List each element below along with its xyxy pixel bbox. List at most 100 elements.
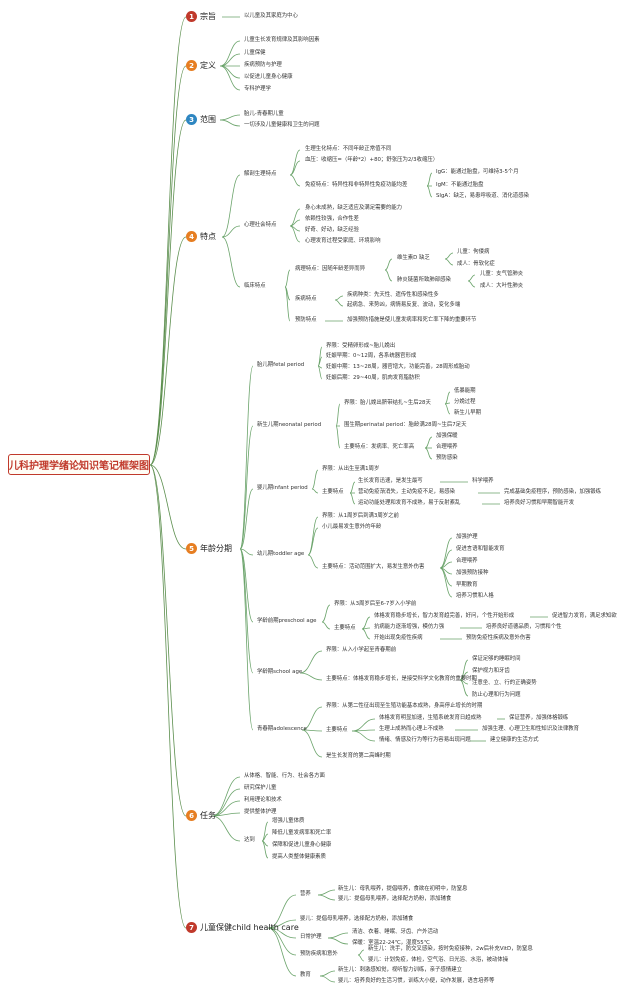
leaf-text[interactable]: 妊娠早期：0~12周，各系统器官形成 bbox=[326, 353, 417, 359]
leaf-text[interactable]: 合理喂养 bbox=[456, 558, 478, 564]
leaf-text[interactable]: 清洁、衣着、睡眠、牙齿、户外活动 bbox=[352, 929, 439, 935]
branch-label[interactable]: 青春期adolescence bbox=[257, 726, 307, 732]
leaf-text[interactable]: SIgA：缺乏，易患呼吸道、消化道感染 bbox=[436, 193, 529, 199]
branch-label[interactable]: 临床特点 bbox=[244, 283, 266, 289]
leaf-text[interactable]: 低暴能期 bbox=[454, 388, 476, 394]
leaf-text[interactable]: 儿童生长发育规律及其影响因素 bbox=[244, 37, 320, 43]
leaf-text[interactable]: 以促进儿童身心健康 bbox=[244, 74, 293, 80]
branch-label[interactable]: 学龄前期preschool age bbox=[257, 618, 317, 624]
leaf-text[interactable]: 界限：从1周岁后到满3周岁之前 bbox=[322, 513, 399, 519]
branch-label[interactable]: 新生儿期neonatal period bbox=[257, 422, 322, 428]
leaf-text[interactable]: 保护视力和牙齿 bbox=[472, 668, 510, 674]
leaf-text[interactable]: 主要特点 bbox=[326, 727, 348, 733]
branch-label[interactable]: 胎儿期fetal period bbox=[257, 362, 305, 368]
leaf-text[interactable]: 主要特点 bbox=[334, 625, 356, 631]
leaf-text[interactable]: 培养良好道德品质，习惯和个性 bbox=[486, 624, 562, 630]
leaf-text[interactable]: 是生长发育的第二高峰时期 bbox=[326, 753, 391, 759]
leaf-text[interactable]: 提供整体护理 bbox=[244, 809, 277, 815]
leaf-text[interactable]: 成人：大叶性肺炎 bbox=[480, 283, 524, 289]
leaf-text[interactable]: 婴儿：提倡母乳喂养，选择配方奶粉，添加辅食 bbox=[300, 916, 414, 922]
leaf-text[interactable]: 好奇、好动，缺乏经验 bbox=[305, 227, 359, 233]
leaf-text[interactable]: 身心未成熟，缺乏适应及满足需要的能力 bbox=[305, 205, 403, 211]
leaf-text[interactable]: 加强生理、心理卫生和性知识及法律教育 bbox=[482, 726, 580, 732]
leaf-text[interactable]: IgG：能通过胎盘，可维持3-5个月 bbox=[436, 169, 519, 175]
leaf-text[interactable]: 研究保护儿童 bbox=[244, 785, 277, 791]
leaf-text[interactable]: 增强儿童体质 bbox=[272, 818, 305, 824]
leaf-text[interactable]: 肺炎链菌所致肺部感染 bbox=[397, 277, 451, 283]
leaf-text[interactable]: 利用理论和技术 bbox=[244, 797, 282, 803]
root-topic[interactable]: 儿科护理学绪论知识笔记框架图 bbox=[8, 454, 150, 475]
leaf-text[interactable]: 主要特点 bbox=[322, 489, 344, 495]
branch-label[interactable]: 教育 bbox=[300, 972, 311, 978]
leaf-text[interactable]: 抗病能力逐渐增强，模仿力强 bbox=[374, 624, 445, 630]
leaf-text[interactable]: 保证营养，加强体格锻练 bbox=[509, 715, 569, 721]
leaf-text[interactable]: 界限：从第二性征出现至生殖功能基本成熟，身高停止增长的时期 bbox=[326, 703, 483, 709]
leaf-text[interactable]: 科学喂养 bbox=[472, 478, 494, 484]
leaf-text[interactable]: 血压：收缩压=（年龄*2）+80；舒张压为2/3收缩压） bbox=[305, 157, 439, 163]
leaf-text[interactable]: 完成基础免疫程序，预防感染，加强锻练 bbox=[504, 489, 602, 495]
leaf-text[interactable]: 培养良好习惯和早期智能开发 bbox=[504, 500, 575, 506]
leaf-text[interactable]: 预防免疫性疾病及意外伤害 bbox=[466, 635, 531, 641]
leaf-text[interactable]: 以儿童及其家庭为中心 bbox=[244, 13, 298, 19]
leaf-text[interactable]: 新生儿：母乳喂养，提倡喂养，食欲在初明中，防窒息 bbox=[338, 886, 468, 892]
leaf-text[interactable]: 预防感染 bbox=[436, 455, 458, 461]
leaf-text[interactable]: 婴儿：计划免疫，体检，空气浴、日光浴、水浴，被动体操 bbox=[368, 957, 509, 963]
leaf-text[interactable]: 合理喂养 bbox=[436, 444, 458, 450]
leaf-text[interactable]: 情绪、情感及行为等行为容易出现问题 bbox=[379, 737, 471, 743]
leaf-text[interactable]: 营动免疫渐消失，主动免疫不足，易感染 bbox=[358, 489, 456, 495]
leaf-text[interactable]: 注意坐、立、行的正确姿势 bbox=[472, 680, 537, 686]
leaf-text[interactable]: 疾病种类：先天性、遗传性和感染性多 bbox=[347, 292, 439, 298]
branch-label[interactable]: 日常护理 bbox=[300, 934, 322, 940]
branch-label[interactable]: 心理社会特点 bbox=[244, 222, 277, 228]
leaf-text[interactable]: 防止心理和行为问题 bbox=[472, 692, 521, 698]
leaf-text[interactable]: 生理生化特点：不同年龄正常值不同 bbox=[305, 146, 392, 152]
branch-label[interactable]: 达到 bbox=[244, 837, 255, 843]
leaf-text[interactable]: 婴儿：培养良好的生活习惯，训练大小便，动作发展，语言培养等 bbox=[338, 978, 495, 984]
leaf-text[interactable]: 加强预防接种 bbox=[456, 570, 489, 576]
leaf-text[interactable]: 早期教育 bbox=[456, 582, 478, 588]
leaf-text[interactable]: 界限：受精卵形成~胎儿娩出 bbox=[326, 343, 396, 349]
leaf-text[interactable]: 分娩过程 bbox=[454, 399, 476, 405]
leaf-text[interactable]: 保暖：室温22-24℃，湿度55℃ bbox=[352, 940, 430, 946]
leaf-text[interactable]: 主要特点：发病率、死亡率高 bbox=[344, 444, 415, 450]
leaf-text[interactable]: 降低儿童发病率和死亡率 bbox=[272, 830, 332, 836]
leaf-text[interactable]: 从体格、智能、行为、社会各方面 bbox=[244, 773, 325, 779]
leaf-text[interactable]: 界限：从出生至满1周岁 bbox=[322, 466, 380, 472]
leaf-text[interactable]: 促进言语和智能发育 bbox=[456, 546, 505, 552]
leaf-text[interactable]: 加强保暖 bbox=[436, 433, 458, 439]
leaf-text[interactable]: 专科护理学 bbox=[244, 86, 271, 92]
branch-label[interactable]: 幼儿期toddler age bbox=[257, 551, 305, 557]
leaf-text[interactable]: 体格发育明显加速，生殖系统发育日趋成熟 bbox=[379, 715, 482, 721]
leaf-text[interactable]: 儿童：支气管肺炎 bbox=[480, 271, 524, 277]
leaf-text[interactable]: 界限：胎儿娩出脐带结扎~生后28天 bbox=[344, 400, 431, 406]
leaf-text[interactable]: 体格发育稳步增长，智力发育趋完善，好问，个性开始形成 bbox=[374, 613, 515, 619]
leaf-text[interactable]: 小儿最易发生意外的年龄 bbox=[322, 524, 382, 530]
leaf-text[interactable]: 生长发育迅速，是发生最写 bbox=[358, 478, 423, 484]
leaf-text[interactable]: 围生期perinatal period：胎龄满28周~生后7足天 bbox=[344, 422, 467, 428]
leaf-text[interactable]: 疾病特点 bbox=[295, 296, 317, 302]
leaf-text[interactable]: 加强预防措施是使儿童发病率和死亡率下降的重要环节 bbox=[347, 317, 477, 323]
leaf-text[interactable]: 胎儿-青春期儿童 bbox=[244, 111, 284, 117]
leaf-text[interactable]: 促进智力发育，满足求知欲 bbox=[552, 613, 617, 619]
leaf-text[interactable]: 预防特点 bbox=[295, 317, 317, 323]
leaf-text[interactable]: 成人：骨软化症 bbox=[457, 261, 495, 267]
leaf-text[interactable]: 开始出现免疫性疾病 bbox=[374, 635, 423, 641]
leaf-text[interactable]: 保证足够的睡眠时间 bbox=[472, 656, 521, 662]
leaf-text[interactable]: 妊娠中期：13~28周，器官增大，功能完善，28周形成胎动 bbox=[326, 364, 470, 370]
branch-label[interactable]: 营养 bbox=[300, 891, 311, 897]
leaf-text[interactable]: 新生儿：刺激感知觉，视听智力训练，亲子感情建立 bbox=[338, 967, 462, 973]
leaf-text[interactable]: 界限：从入小学起至青春期前 bbox=[326, 647, 397, 653]
leaf-text[interactable]: 婴儿：提倡母乳喂养，选择配方奶粉，添加辅食 bbox=[338, 896, 452, 902]
leaf-text[interactable]: 主要特点：活动范围扩大，易发生意外伤害 bbox=[322, 564, 425, 570]
leaf-text[interactable]: 新生儿早期 bbox=[454, 410, 481, 416]
branch-label[interactable]: 学龄期school age bbox=[257, 669, 303, 675]
branch-label[interactable]: 婴儿期infant period bbox=[257, 485, 308, 491]
leaf-text[interactable]: 建立健康的生活方式 bbox=[490, 737, 539, 743]
leaf-text[interactable]: 提高人类整体健康素质 bbox=[272, 854, 326, 860]
